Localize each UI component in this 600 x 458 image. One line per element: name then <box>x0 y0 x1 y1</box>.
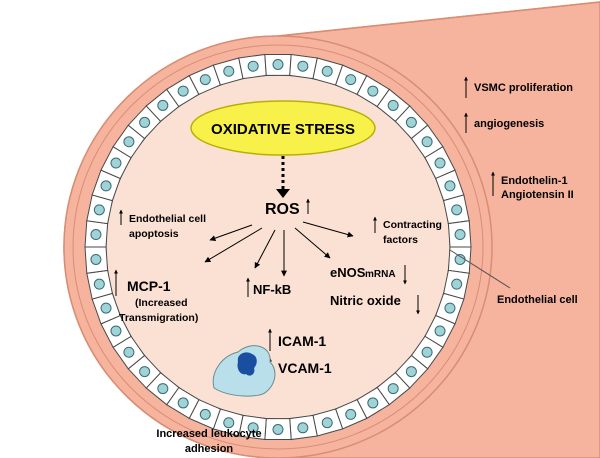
apoptosis-label-line1: Endothelial cell <box>129 213 206 225</box>
cell-nucleus <box>123 136 135 148</box>
cell-nucleus <box>223 65 235 77</box>
cell-nucleus <box>199 408 211 420</box>
ros-to-enos-arrow <box>294 227 331 259</box>
ros-to-mcp1-arrow <box>204 227 263 263</box>
cell-nucleus <box>247 422 259 434</box>
cell-nucleus <box>444 180 456 192</box>
leukocyte-adhesion-line2: adhesion <box>185 443 234 455</box>
cell-nucleus <box>110 325 122 337</box>
cell-nucleus <box>434 325 446 337</box>
endothelial-cell-label: Endothelial cell <box>497 294 578 306</box>
oxidative-stress-ellipse <box>190 100 376 156</box>
cell-nucleus <box>451 204 463 216</box>
cell-nucleus <box>321 65 333 77</box>
endothelial-cell-ring <box>84 53 472 441</box>
cell-nucleus <box>139 366 151 378</box>
cell-nucleus <box>272 424 284 435</box>
cell-nucleus <box>444 302 456 314</box>
leukocyte-adhesion-line1: Increased leukocyte <box>156 428 261 440</box>
cell-nucleus <box>100 302 112 314</box>
cell-nucleus <box>93 278 105 290</box>
angiogenesis-label: angiogenesis <box>474 118 544 130</box>
cell-nucleus <box>157 99 169 111</box>
icam1-label: ICAM-1 <box>278 333 326 349</box>
cell-nucleus <box>177 397 189 409</box>
mcp1-label: MCP-1 <box>127 278 171 294</box>
cell-nucleus <box>451 278 463 290</box>
vessel-wall-line <box>72 44 484 450</box>
vcam1-label: VCAM-1 <box>278 360 332 376</box>
cell-nucleus <box>405 366 417 378</box>
cell-nucleus <box>93 204 105 216</box>
stress-to-ros-arrowhead <box>276 189 290 198</box>
cell-nucleus <box>387 383 399 395</box>
cell-nucleus <box>177 85 189 97</box>
cell-nucleus <box>110 157 122 169</box>
mcp1-sub-line1: (Increased <box>135 297 188 309</box>
enos-mrna-label: mRNA <box>365 269 396 280</box>
enos-label: eNOS <box>330 265 366 280</box>
cell-nucleus <box>421 346 433 358</box>
cell-nucleus <box>199 74 211 86</box>
cell-nucleus <box>387 99 399 111</box>
ros-to-apoptosis-arrow <box>209 224 253 242</box>
cell-nucleus <box>297 422 309 434</box>
oxidative-stress-label: OXIDATIVE STRESS <box>211 121 355 138</box>
contracting-label-line2: factors <box>383 234 418 246</box>
cell-nucleus <box>421 136 433 148</box>
cell-nucleus <box>297 60 309 72</box>
leukocyte-nucleus <box>237 352 257 376</box>
cell-nucleus <box>247 60 259 72</box>
vessel-top-edge <box>277 1 600 37</box>
cell-nucleus <box>223 417 235 429</box>
cell-nucleus <box>367 85 379 97</box>
cell-nucleus <box>345 74 357 86</box>
endothelial-cell-pointer <box>449 249 511 289</box>
ros-to-nfkb-arrow <box>254 229 276 269</box>
cell-nucleus <box>321 417 333 429</box>
vsmc-label: VSMC proliferation <box>474 82 573 94</box>
endothelin-label: Endothelin-1 <box>501 175 568 187</box>
cell-nucleus <box>90 229 102 241</box>
ros-label: ROS <box>265 201 300 218</box>
cell-nucleus <box>90 253 102 265</box>
cell-nucleus <box>157 383 169 395</box>
cell-nucleus <box>123 346 135 358</box>
nitric-oxide-label: Nitric oxide <box>330 293 401 308</box>
mcp1-sub-line2: Transmigration) <box>119 312 198 324</box>
cell-nucleus <box>345 408 357 420</box>
angiotensin-label: Angiotensin II <box>501 189 574 201</box>
ros-to-contracting-arrow <box>302 221 354 238</box>
cell-nucleus <box>139 116 151 128</box>
cell-nucleus <box>100 180 112 192</box>
cell-nucleus <box>272 59 284 70</box>
contracting-label-line1: Contracting <box>383 219 442 231</box>
nfkb-label: NF-kB <box>253 282 291 297</box>
apoptosis-label-line2: apoptosis <box>129 228 179 240</box>
cell-nucleus <box>434 157 446 169</box>
cell-nucleus <box>405 116 417 128</box>
cell-nucleus <box>454 229 466 241</box>
cell-nucleus <box>367 397 379 409</box>
